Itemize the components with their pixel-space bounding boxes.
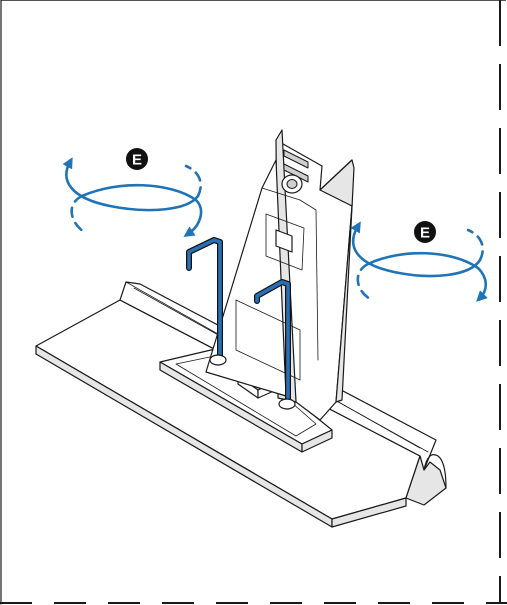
callout-label-left: E [132, 152, 142, 169]
rotation-arrow-left [62, 157, 203, 238]
callout-badge-left: E [126, 148, 148, 170]
rotation-arrow-right [350, 221, 488, 302]
callout-label-right: E [420, 225, 430, 242]
hex-key-right [254, 279, 296, 410]
hex-key-left [186, 237, 227, 366]
vertical-bracket [205, 129, 355, 421]
callout-badge-right: E [414, 221, 436, 243]
